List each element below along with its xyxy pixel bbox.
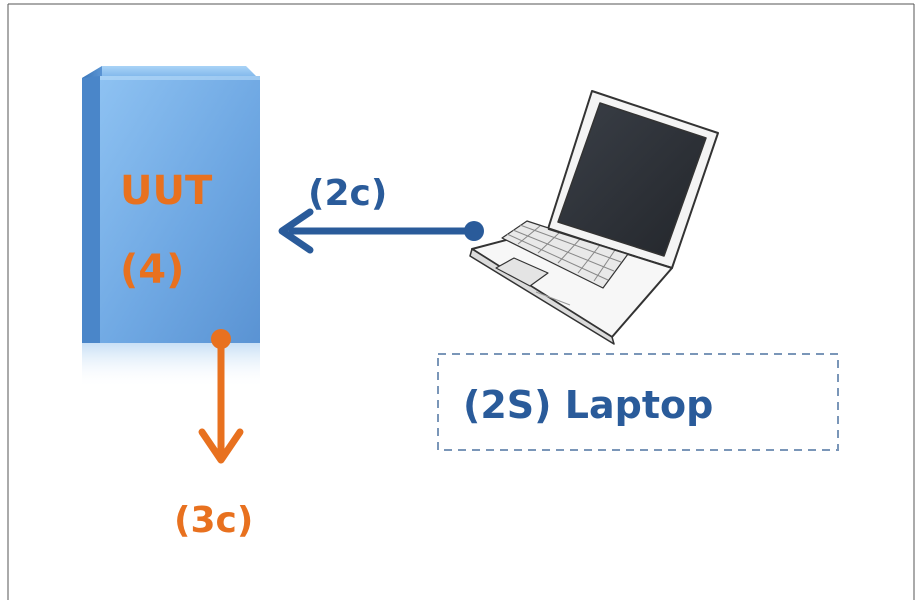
uut-name-label: UUT bbox=[120, 168, 213, 214]
laptop-icon bbox=[469, 90, 719, 345]
arrow-3c-label: (3c) bbox=[174, 500, 253, 541]
image-frame bbox=[7, 3, 915, 600]
laptop-label-box bbox=[437, 353, 839, 451]
arrow-uut-to-3c bbox=[198, 329, 244, 464]
arrow-laptop-to-uut bbox=[278, 208, 484, 254]
arrow-2c-label: (2c) bbox=[308, 173, 387, 214]
uut-box-icon bbox=[82, 66, 260, 388]
laptop-label: (2S) Laptop bbox=[463, 383, 713, 427]
uut-number-label: (4) bbox=[120, 247, 184, 293]
